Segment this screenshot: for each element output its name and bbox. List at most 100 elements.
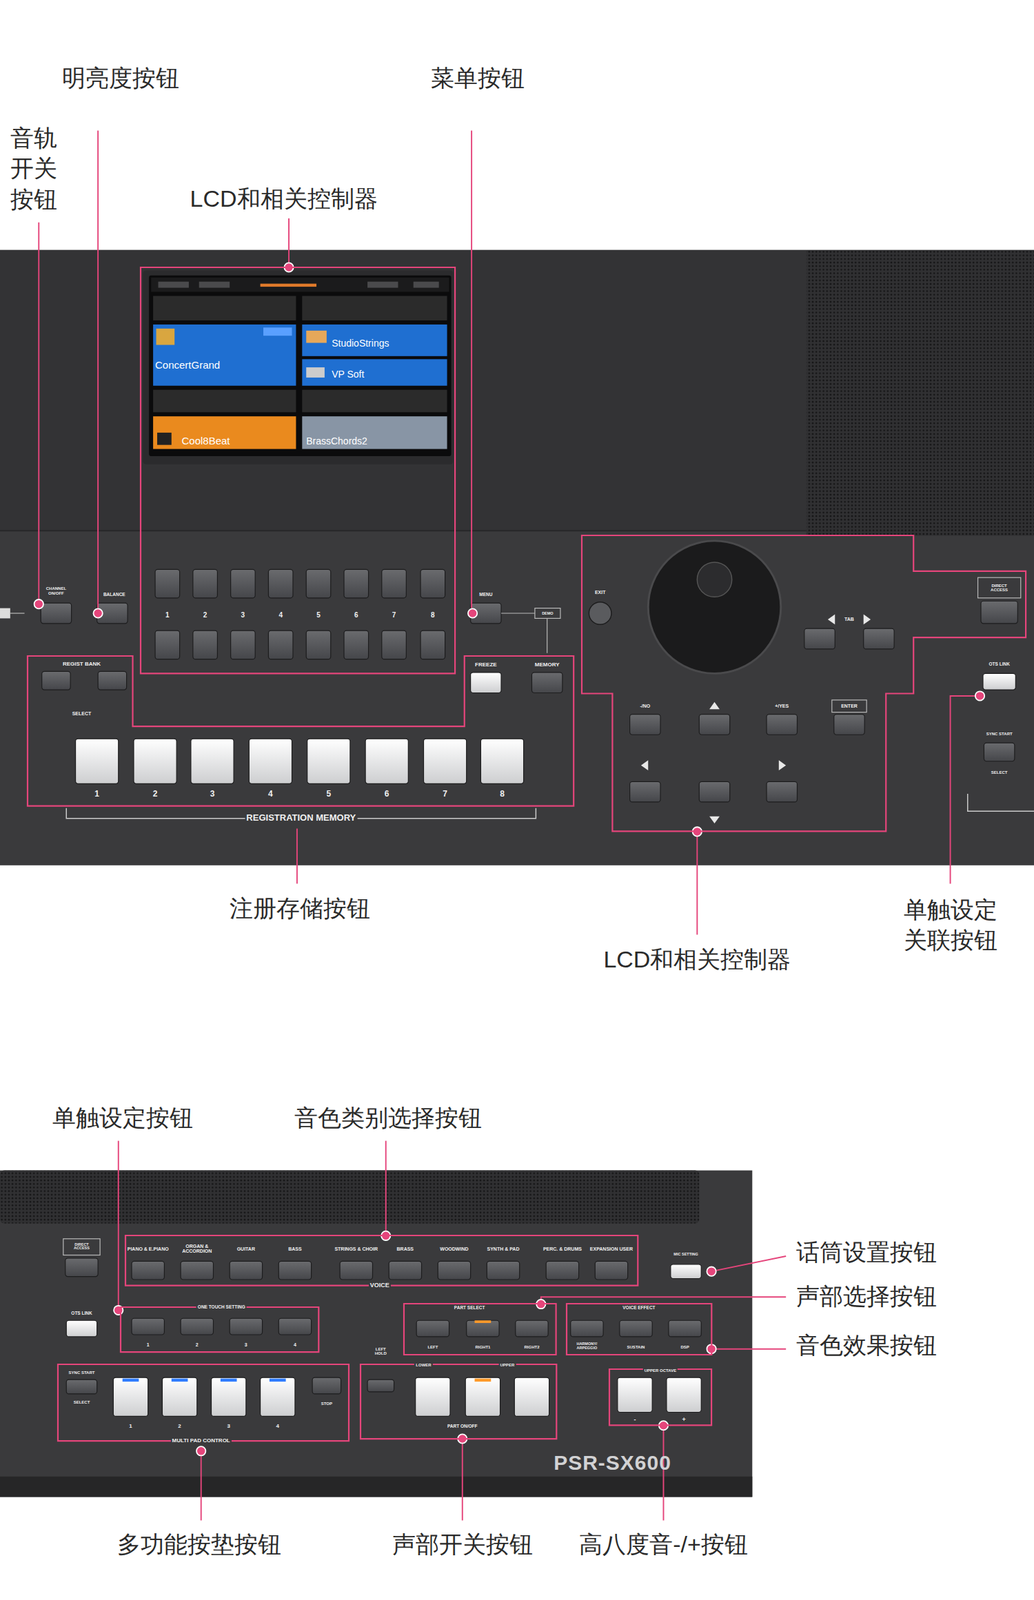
- panel-button: [863, 628, 895, 650]
- lcd-status-item: [367, 281, 398, 289]
- panel-label: SELECT: [991, 770, 1008, 776]
- panel-button: [131, 1261, 165, 1281]
- button-number: 5: [316, 610, 321, 619]
- leader-line: [461, 1439, 464, 1521]
- leader-line: [470, 130, 473, 609]
- highlight-region: LEFT HOLDLOWERUPPERPART ON/OFF: [360, 1364, 557, 1440]
- panel-button: [381, 630, 407, 660]
- panel-button: [180, 1318, 214, 1336]
- panel-label: OTS LINK: [989, 661, 1010, 667]
- white-button: [666, 1377, 702, 1413]
- callout-label: 明亮度按钮: [62, 65, 180, 91]
- callout-dot: [93, 608, 103, 618]
- lcd-tile: [153, 416, 296, 449]
- callout-label: 注册存储按钮: [229, 896, 371, 923]
- highlight-region: ONE TOUCH SETTING1234: [120, 1307, 319, 1353]
- lcd-indicator: [260, 284, 317, 287]
- panel-button: [668, 1320, 702, 1338]
- lcd-tile: [301, 390, 447, 413]
- panel-button: [570, 1320, 604, 1338]
- white-button: [248, 738, 292, 784]
- white-button: [66, 1320, 97, 1338]
- region-border: [57, 1364, 349, 1442]
- lcd-tile: [301, 416, 447, 449]
- panel-label: MULTI PAD CONTROL: [170, 1437, 232, 1445]
- panel-button: [980, 601, 1018, 624]
- panel-button: [229, 1261, 262, 1281]
- highlight-region: EXITTAB-/NO+/YESENTERDIRECT ACCESS: [581, 535, 1026, 832]
- panel-button: [155, 569, 180, 598]
- control-panel: [0, 1171, 753, 1498]
- screen-text: StudioStrings: [331, 338, 389, 349]
- lcd-tile: [301, 324, 447, 357]
- leader-line: [385, 1141, 387, 1237]
- panel-button: [698, 714, 730, 736]
- lcd-bezel: [142, 270, 453, 464]
- callout-dot: [706, 1266, 716, 1276]
- region-outline: [140, 267, 455, 674]
- panel-button: [420, 630, 446, 660]
- label-frame: [63, 1239, 100, 1256]
- panel-button: [834, 714, 865, 736]
- button-number: 3: [210, 790, 216, 800]
- button-number: 3: [244, 1342, 248, 1349]
- panel-button: [155, 630, 180, 660]
- panel-button: [66, 1380, 97, 1395]
- panel-button: [466, 1320, 500, 1338]
- panel-button: [437, 1261, 471, 1281]
- panel-label: BALANCE: [103, 592, 126, 598]
- panel-label: SUSTAIN: [627, 1344, 646, 1350]
- highlight-region: PIANO & E.PIANOORGAN & ACCORDIONGUITARBA…: [125, 1235, 638, 1287]
- button-number: 4: [276, 1424, 280, 1431]
- panel-button: [515, 1320, 549, 1338]
- panel-button: [268, 630, 293, 660]
- panel-label: DIRECT ACCESS: [68, 1243, 96, 1252]
- part-light: [474, 1379, 492, 1383]
- screen-text: VP Soft: [331, 369, 364, 380]
- panel-label: ONE TOUCH SETTING: [196, 1304, 247, 1310]
- panel-button: [193, 569, 218, 598]
- region-outline: [120, 1307, 319, 1353]
- panel-label: PART ON/OFF: [447, 1424, 478, 1430]
- screen-text: BrassChords2: [306, 436, 368, 447]
- region-border: [609, 1369, 712, 1426]
- panel-label: PIANO & E.PIANO: [126, 1247, 171, 1252]
- callout-label: 话筒设置按钮: [796, 1240, 937, 1267]
- panel-button: [630, 714, 661, 736]
- panel-label: STRINGS & CHOIR: [334, 1247, 379, 1252]
- button-number: 1: [165, 610, 170, 619]
- panel-button: [420, 569, 446, 598]
- panel-label: BRASS: [383, 1247, 428, 1252]
- arrow-symbol: [863, 614, 871, 625]
- region-border: [581, 535, 1026, 832]
- highlight-region: SYNC STARTSELECT1234STOPMULTI PAD CONTRO…: [57, 1364, 349, 1442]
- slider-end: [0, 608, 11, 620]
- highlight-region: PART SELECTLEFTRIGHT1RIGHT2: [403, 1304, 557, 1356]
- button-number: 5: [326, 790, 331, 800]
- callout-label: 多功能按垫按钮: [117, 1532, 282, 1558]
- panel-label: STOP: [321, 1402, 333, 1407]
- button-number: 8: [430, 610, 435, 619]
- lcd-icon: [156, 328, 176, 346]
- panel-label: VOICE: [368, 1282, 391, 1290]
- panel-label: HARMONY/ ARPEGGIO: [569, 1342, 604, 1351]
- callout-label: 单触设定按钮: [52, 1105, 194, 1132]
- highlight-region: REGIST BANKSELECTFREEZEMEMORY12345678REG…: [27, 656, 574, 807]
- leader-line: [711, 1349, 786, 1351]
- lcd-icon: [157, 432, 172, 446]
- panel-button: [131, 1318, 165, 1336]
- pad-light: [122, 1379, 140, 1383]
- white-button: [75, 738, 119, 784]
- callout-label: 菜单按钮: [430, 65, 525, 91]
- panel-button: [766, 781, 797, 803]
- highlight-region: UPPER OCTAVE-+: [609, 1369, 712, 1426]
- panel-button: [983, 743, 1015, 762]
- white-button: [514, 1377, 549, 1417]
- callout-dot: [34, 599, 44, 609]
- panel-label: ORGAN & ACCORDION: [175, 1244, 220, 1254]
- region-border: [27, 656, 574, 807]
- callout-label: 音轨开关按钮: [9, 122, 58, 215]
- panel-label: DEMO: [541, 611, 554, 616]
